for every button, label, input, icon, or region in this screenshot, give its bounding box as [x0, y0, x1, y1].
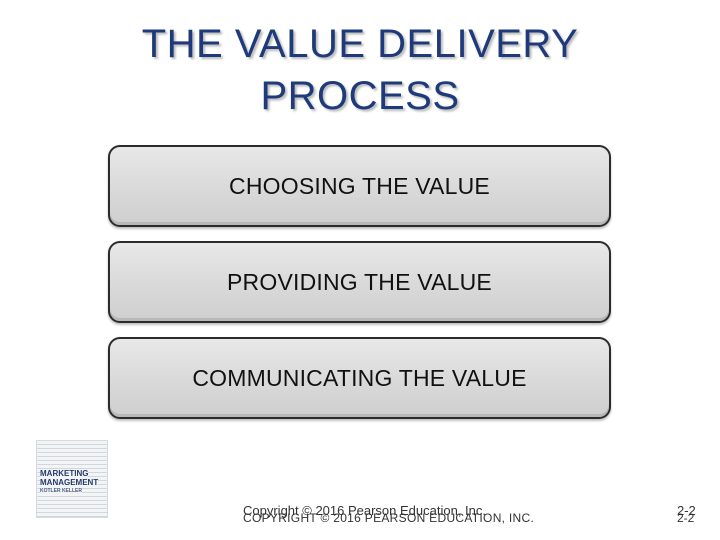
book-cover-line-3: KOTLER KELLER: [40, 488, 82, 494]
stage-communicating-box: COMMUNICATING THE VALUE: [108, 337, 611, 419]
copyright-notice-caps: COPYRIGHT © 2016 PEARSON EDUCATION, INC.: [243, 511, 534, 525]
stage-providing-box: PROVIDING THE VALUE: [108, 241, 611, 323]
stage-label: CHOOSING THE VALUE: [229, 173, 490, 200]
stage-choosing-box: CHOOSING THE VALUE: [108, 145, 611, 227]
book-cover-image: MARKETING MANAGEMENT KOTLER KELLER: [36, 440, 108, 518]
stage-label: COMMUNICATING THE VALUE: [192, 365, 526, 392]
book-cover-line-2: MANAGEMENT: [40, 478, 98, 487]
title-line-1: THE VALUE DELIVERY: [60, 18, 660, 70]
title-line-2: PROCESS: [60, 70, 660, 122]
slide-title: THE VALUE DELIVERY PROCESS: [60, 18, 660, 122]
stage-label: PROVIDING THE VALUE: [227, 269, 492, 296]
book-cover-line-1: MARKETING: [40, 469, 88, 478]
page-number-overlay: 2-2: [677, 511, 694, 525]
